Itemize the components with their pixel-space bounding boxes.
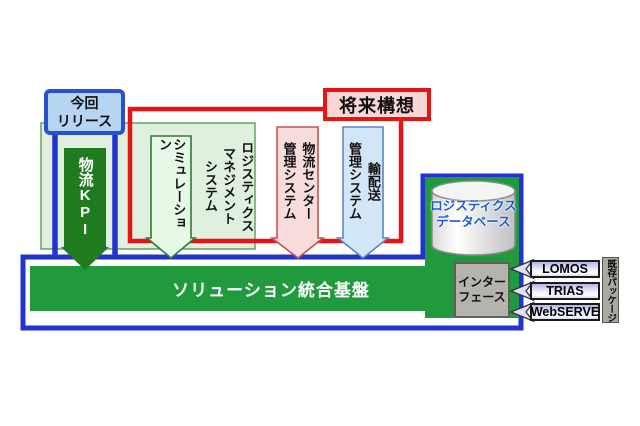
logistics-management-label: ロジスティクス マネジメント システム <box>199 128 257 244</box>
platform-bar-label: ソリューション統合基盤 <box>172 281 370 300</box>
legacy-packages-strip-text: 既存パッケージ <box>605 258 617 322</box>
transport-arrow-shape <box>335 126 391 260</box>
logistics-center-arrow-label: 物流センター 管理システム <box>277 131 318 231</box>
database-cylinder-body <box>431 190 516 256</box>
database-label: ロジスティクス データベース <box>430 199 517 229</box>
blue-frame <box>20 173 524 331</box>
package-trias: TRIAS <box>530 282 600 300</box>
simulation-arrow-label: シミュレーション <box>151 138 191 233</box>
transport-arrow-label: 輸配送 管理システム <box>343 131 383 231</box>
logistics-center-arrow-shape <box>269 126 326 260</box>
package-chevron-1 <box>509 258 536 280</box>
legacy-packages-strip: 既存パッケージ <box>602 257 619 323</box>
package-chevron-2 <box>509 280 536 302</box>
package-chevron-3 <box>509 301 536 323</box>
kpi-arrow-label: 物流KPI <box>64 150 106 245</box>
red-frame <box>127 106 404 244</box>
simulation-arrow-label-text: シミュレーション <box>157 138 187 229</box>
package-lomos: LOMOS <box>530 260 600 278</box>
kpi-arrow-shape <box>61 148 109 270</box>
interface-box: インター フェース <box>454 262 510 318</box>
logistics-management-label-text: ロジスティクス マネジメント システム <box>202 140 255 232</box>
logistics-center-arrow-label-text: 物流センター 管理システム <box>281 142 316 220</box>
simulation-arrow-shape <box>144 135 198 260</box>
transport-arrow-label-text: 輸配送 管理システム <box>347 142 381 220</box>
package-webserve: WebSERVE <box>530 303 600 321</box>
release-box: 今回 リリース <box>44 89 125 135</box>
database-cylinder-top <box>431 180 516 202</box>
kpi-arrow-label-text: 物流KPI <box>76 157 94 238</box>
future-box: 将来構想 <box>323 88 431 121</box>
